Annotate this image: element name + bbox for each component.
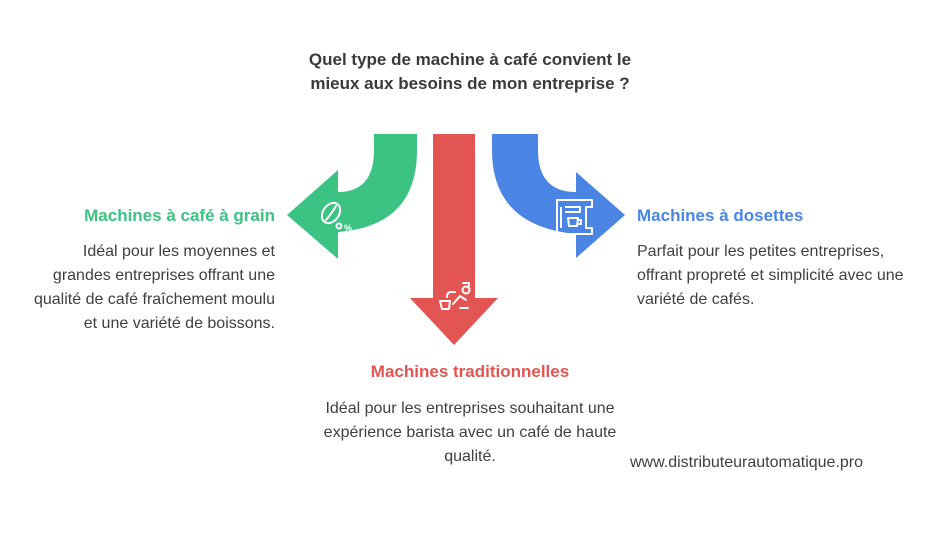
svg-text:%: % — [344, 223, 352, 233]
arrow-left-green — [287, 134, 417, 259]
option-center-title: Machines traditionnelles — [370, 362, 570, 381]
option-right-title: Machines à dosettes — [637, 206, 804, 225]
option-center-description: Idéal pour les entreprises souhaitant un… — [323, 400, 617, 465]
barista-icon — [439, 282, 471, 310]
option-right-description: Parfait pour les petites entreprises, of… — [637, 243, 904, 308]
option-left-title: Machines à café à grain — [84, 206, 275, 225]
coffee-machine-icon — [556, 199, 593, 235]
option-left-description: Idéal pour les moyennes et grandes entre… — [33, 243, 275, 332]
coffee-bean-icon: % — [320, 201, 352, 233]
arrow-down-red — [410, 134, 498, 345]
arrow-right-blue — [492, 134, 625, 258]
website-link[interactable]: www.distributeurautomatique.pro — [630, 454, 864, 471]
question-title: Quel type de machine à café convient le … — [308, 50, 632, 93]
